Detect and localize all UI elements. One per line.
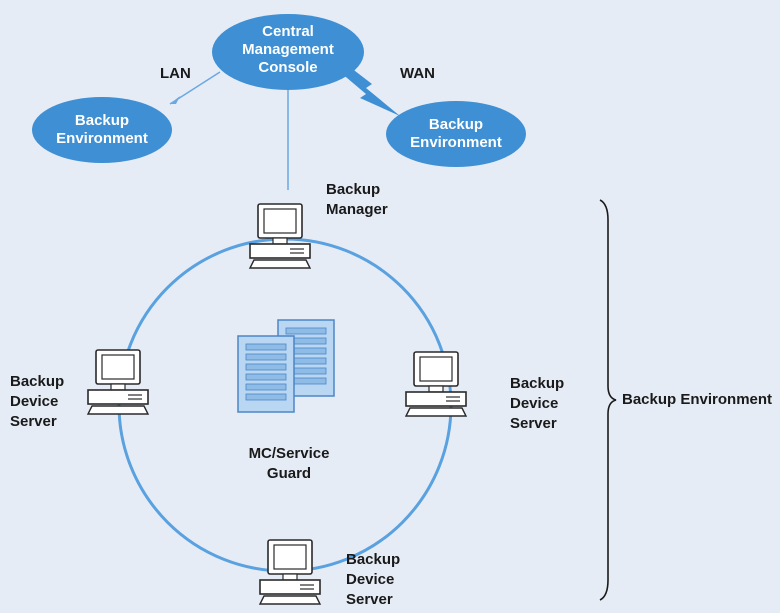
- backup-environment-left-label: Backup Environment: [56, 112, 148, 147]
- backup-environment-right-node: [386, 101, 526, 167]
- bottom-device-server-label: Backup Device Server: [346, 551, 401, 608]
- wan-link-lightning: [340, 64, 400, 116]
- right-device-server-label: Backup Device Server: [510, 375, 565, 432]
- lan-label: LAN: [160, 65, 191, 82]
- backup-environment-right-label: Backup Environment: [410, 116, 502, 151]
- left-device-server-computer-icon: [87, 349, 149, 415]
- lan-link-arrowhead: [170, 96, 180, 104]
- backup-environment-left-node: [32, 97, 172, 163]
- backup-environment-bracket: [599, 199, 617, 601]
- central-console-label: Central Management Console: [242, 23, 334, 76]
- backup-environment-bracket-label: Backup Environment: [622, 391, 773, 408]
- wan-label: WAN: [400, 65, 435, 82]
- backup-manager-computer-icon: [249, 203, 311, 269]
- central-console-node: [212, 14, 364, 90]
- backup-manager-label: Backup Manager: [326, 181, 388, 218]
- cluster-label: MC/Service Guard: [248, 445, 330, 482]
- right-device-server-computer-icon: [405, 351, 467, 417]
- bottom-device-server-computer-icon: [259, 539, 321, 605]
- cluster-server-front-icon: [237, 335, 295, 413]
- left-device-server-label: Backup Device Server: [10, 373, 65, 430]
